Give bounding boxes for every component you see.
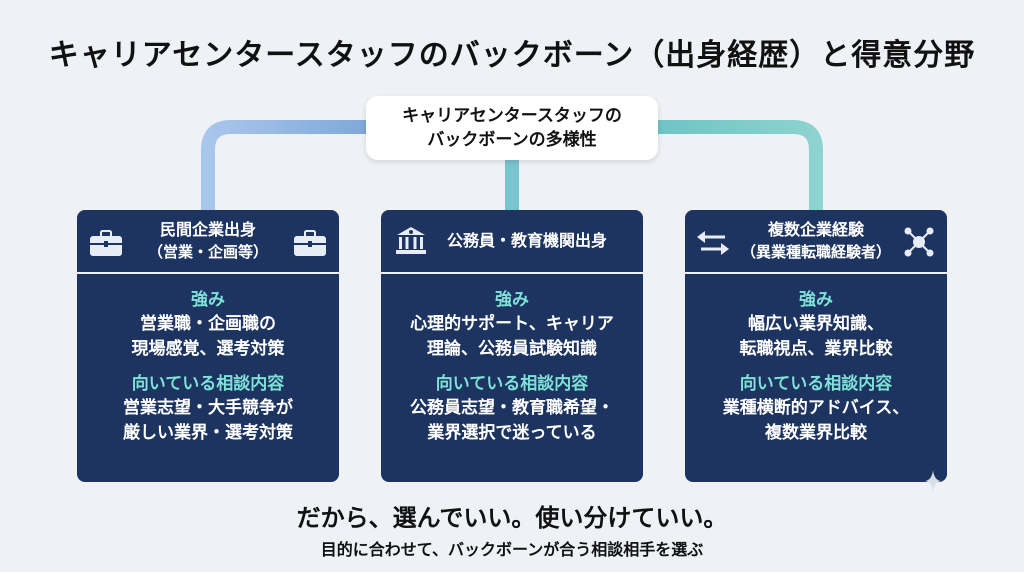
subline: 目的に合わせて、バックボーンが合う相談相手を選ぶ (320, 540, 704, 559)
briefcase-icon (293, 229, 327, 263)
tagline: だから、選んでいい。使い分けていい。 (296, 504, 728, 532)
suited-label: 向いている相談内容 (435, 374, 589, 394)
card-multiple-companies: 複数企業経験 （異業種転職経験者） 強み 幅広い業界知識、 転職視点、業界比較 … (685, 210, 947, 482)
suited-line: 業界選択で迷っている (427, 423, 597, 443)
strength-label: 強み (799, 290, 833, 310)
suited-line: 複数業界比較 (765, 423, 867, 443)
suited-line: 公務員志望・教育職希望・ (410, 398, 614, 418)
card-body: 強み 心理的サポート、キャリア 理論、公務員試験知識 向いている相談内容 公務員… (381, 274, 643, 446)
card-body: 強み 幅広い業界知識、 転職視点、業界比較 向いている相談内容 業種横断的アドバ… (685, 274, 947, 446)
card-header: 公務員・教育機関出身 (381, 210, 643, 274)
connector-right (658, 120, 823, 212)
swap-arrows-icon (695, 230, 731, 262)
card-body: 強み 営業職・企画職の 現場感覚、選考対策 向いている相談内容 営業志望・大手競… (77, 274, 339, 446)
strength-line: 営業職・企画職の (140, 314, 276, 334)
center-line-2: バックボーンの多様性 (427, 130, 597, 150)
page-title: キャリアセンタースタッフのバックボーン（出身経歴）と得意分野 (48, 38, 976, 73)
strength-line: 幅広い業界知識、 (748, 314, 884, 334)
suited-label: 向いている相談内容 (131, 374, 285, 394)
government-building-icon (395, 226, 427, 262)
strength-line: 転職視点、業界比較 (739, 339, 893, 359)
suited-line: 業種横断的アドバイス、 (722, 398, 910, 418)
card-title: 公務員・教育機関出身 (446, 231, 607, 250)
connector-left (201, 120, 366, 212)
briefcase-icon (89, 229, 123, 263)
center-line-1: キャリアセンタースタッフの (402, 106, 622, 126)
strength-label: 強み (191, 290, 225, 310)
suited-label: 向いている相談内容 (739, 374, 893, 394)
card-public-education: 公務員・教育機関出身 強み 心理的サポート、キャリア 理論、公務員試験知識 向い… (381, 210, 643, 482)
strength-label: 強み (495, 290, 529, 310)
strength-line: 現場感覚、選考対策 (131, 339, 285, 359)
card-title: 複数企業経験 (767, 220, 864, 239)
card-title: 民間企業出身 (159, 220, 256, 239)
strength-line: 心理的サポート、キャリア (410, 314, 614, 334)
sparkle-icon (925, 470, 941, 496)
card-subtitle: （営業・企画等） (147, 243, 268, 261)
card-private-company: 民間企業出身 （営業・企画等） 強み 営業職・企画職の 現場感覚、選考対策 向い… (77, 210, 339, 482)
card-subtitle: （異業種転職経験者） (740, 243, 891, 261)
suited-line: 営業志望・大手競争が (123, 398, 293, 418)
card-header: 民間企業出身 （営業・企画等） (77, 210, 339, 274)
network-icon (903, 226, 935, 264)
suited-line: 厳しい業界・選考対策 (123, 423, 293, 443)
strength-line: 理論、公務員試験知識 (427, 339, 597, 359)
card-header: 複数企業経験 （異業種転職経験者） (685, 210, 947, 274)
center-node: キャリアセンタースタッフの バックボーンの多様性 (366, 96, 658, 160)
